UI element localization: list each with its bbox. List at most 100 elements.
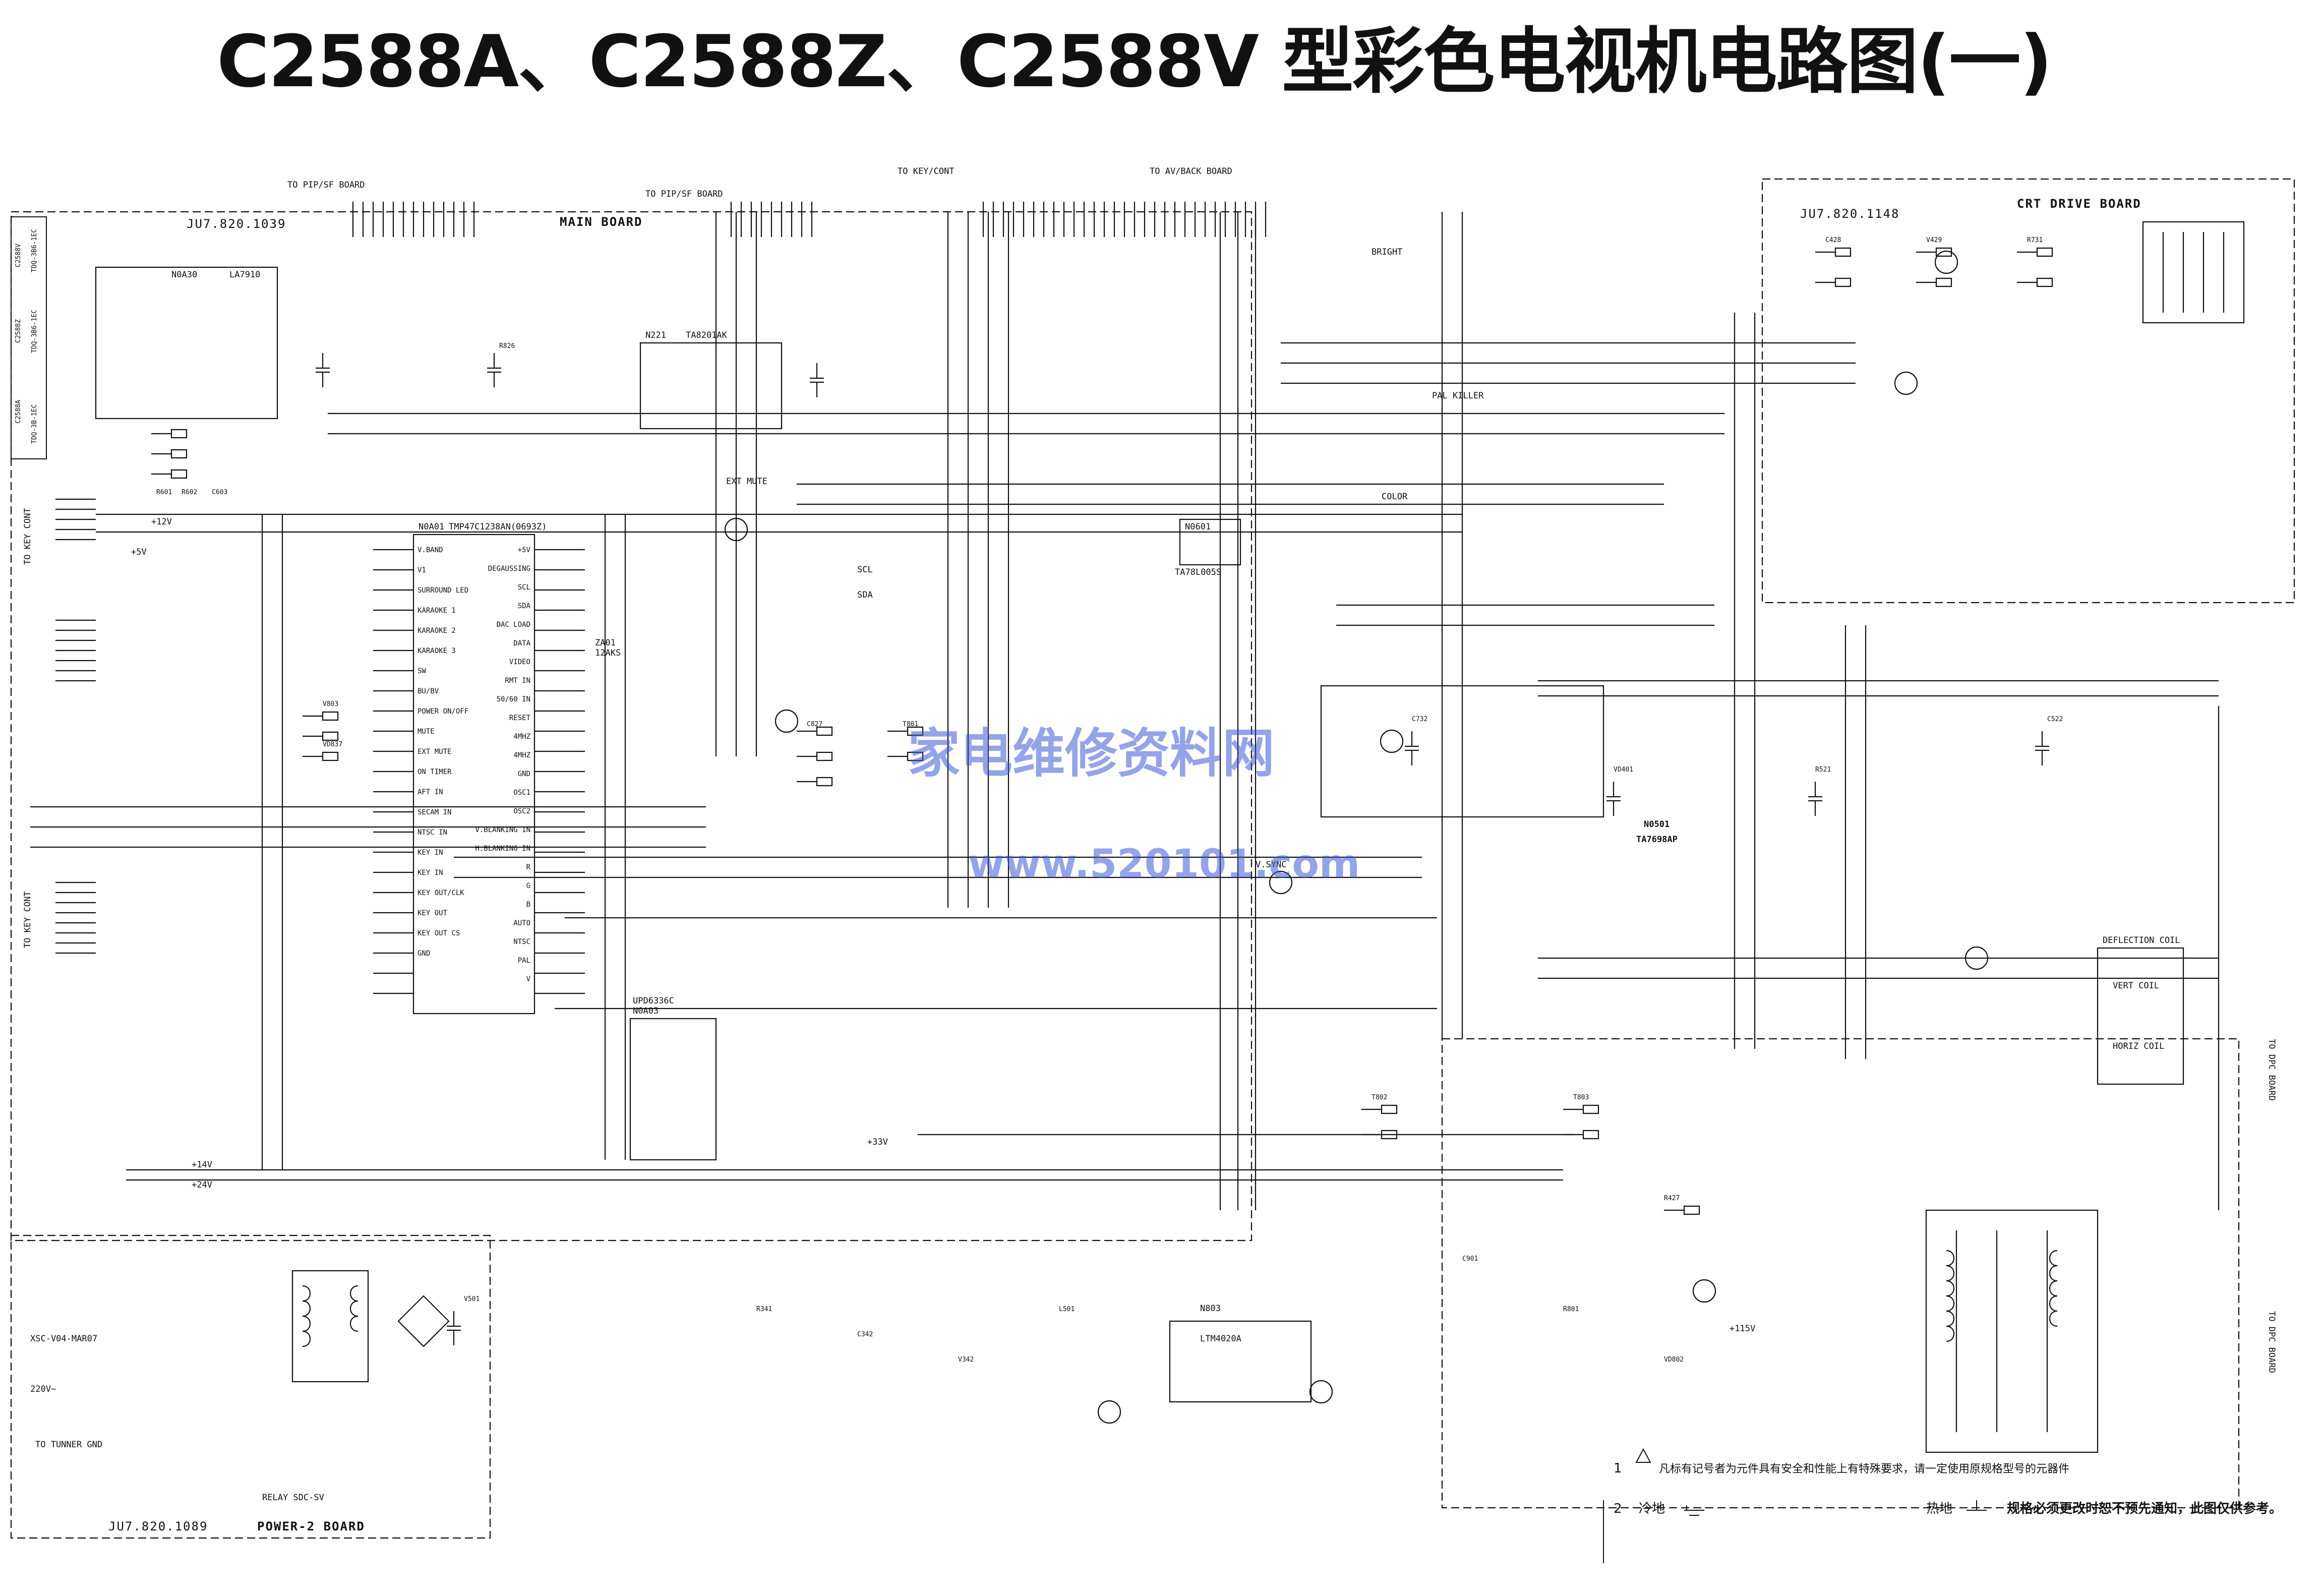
micro-part: TMP47C1238AN(0693Z)	[449, 522, 547, 532]
micro-pin-right-label: DAC LOAD	[497, 621, 530, 629]
label-bright: BRIGHT	[1372, 247, 1402, 257]
micro-pin-right-label: 50/60 IN	[497, 695, 530, 703]
dc-reg-outline	[1169, 1320, 1312, 1403]
memory-ref: N0A03	[633, 1006, 659, 1016]
label-deflection: DEFLECTION COIL	[2103, 935, 2180, 945]
component-ref-label: R601	[156, 489, 172, 496]
micro-pin-left-label: SECAM IN	[418, 808, 451, 816]
cold-ground-icon	[1684, 1505, 1704, 1516]
label-pal-killer: PAL KILLER	[1432, 391, 1484, 401]
label-scl: SCL	[857, 565, 873, 575]
video-proc-outline	[1320, 685, 1604, 818]
component-ref-label: R731	[2027, 237, 2043, 244]
micro-pin-right-label: H.BLANKING IN	[475, 845, 530, 853]
note-2-index: 2	[1614, 1501, 1622, 1516]
crt-board-code: JU7.820.1148	[1800, 207, 1899, 221]
micro-pin-right-label: SCL	[518, 583, 530, 592]
power-board-code: JU7.820.1089	[108, 1519, 208, 1533]
component-ref-label: C603	[212, 489, 227, 496]
micro-chip-outline	[412, 534, 535, 1015]
page-title: C2588A、C2588Z、C2588V 型彩色电视机电路图(一)	[217, 20, 2052, 103]
micro-pin-right-label: RMT IN	[505, 677, 530, 685]
micro-pin-right-label: G	[526, 882, 530, 890]
watermark-url: www.520101.com	[968, 842, 1360, 887]
component-ref-label: L501	[1059, 1306, 1075, 1313]
crt-board-outline	[1761, 178, 2295, 604]
rail-24v: +24V	[192, 1180, 212, 1190]
warning-icon	[1635, 1448, 1651, 1463]
micro-pin-right-label: V.BLANKING IN	[475, 826, 530, 834]
regulator-ref: N0601	[1185, 522, 1211, 532]
label-horiz-coil: HORIZ COIL	[2113, 1041, 2164, 1051]
label-vert-coil: VERT COIL	[2113, 981, 2159, 991]
micro-pin-left-label: KEY OUT CS	[418, 929, 460, 937]
label-vsync: V.SYNC	[1256, 860, 1286, 870]
video-proc-part: TA7698AP	[1636, 835, 1678, 845]
component-ref-label: R801	[1563, 1306, 1579, 1313]
connector-av-back: TO AV/BACK BOARD	[1150, 166, 1232, 176]
micro-pin-right-label: DATA	[513, 639, 530, 647]
micro-pin-right-label: B	[526, 901, 530, 909]
micro-pin-left-label: MUTE	[418, 728, 435, 736]
micro-pin-right-label: AUTO	[513, 919, 530, 927]
component-ref-label: C522	[2047, 716, 2063, 723]
crt-board-label: CRT DRIVE BOARD	[2017, 197, 2141, 211]
model-2-tuner: TDQ-3B6-1EC	[31, 310, 38, 353]
micro-pin-left-label: KARAOKE 1	[418, 607, 456, 615]
tuner-if-part: LA7910	[229, 270, 260, 280]
yoke-outline	[2097, 947, 2184, 1085]
component-ref-label: R826	[499, 342, 515, 350]
micro-pin-left-label: BU/BV	[418, 687, 439, 695]
tuner-if-ref: N0A30	[171, 270, 197, 280]
micro-pin-right-label: +5V	[518, 546, 531, 554]
deflection-board-outline	[1441, 1038, 2240, 1509]
audio-amp-ref: N221	[645, 330, 666, 340]
component-ref-label: V342	[958, 1356, 974, 1364]
micro-pin-right-label: 4MHZ	[513, 751, 530, 759]
main-board-outline	[10, 211, 1253, 1242]
micro-pin-left-label: EXT MUTE	[418, 748, 451, 756]
component-ref-label: V429	[1926, 237, 1942, 244]
micro-pin-right-label: DEGAUSSING	[488, 565, 530, 573]
crt-socket-outline	[2142, 221, 2245, 324]
micro-pin-right-label: VIDEO	[509, 658, 530, 666]
component-ref-label: T803	[1573, 1094, 1589, 1101]
micro-pin-left-label: V1	[418, 566, 426, 574]
connector-key-cont-left2: TO KEY CONT	[23, 891, 33, 948]
note-1: 凡标有记号者为元件具有安全和性能上有特殊要求，请一定使用原规格型号的元器件	[1659, 1463, 2069, 1475]
micro-pin-right-label: V	[526, 975, 531, 983]
model-box: C2588V TDQ-3B6-1EC C2588Z TDQ-3B6-1EC C2…	[11, 216, 47, 459]
micro-pin-left-label: V.BAND	[418, 546, 443, 554]
flyback-outline	[1925, 1209, 2099, 1453]
regulator-part: TA78L005S	[1175, 567, 1221, 577]
label-color: COLOR	[1382, 492, 1408, 502]
micro-pin-right-label: RESET	[509, 714, 531, 722]
memory-part: UPD6336C	[633, 996, 674, 1006]
regulator-outline	[1179, 518, 1241, 566]
power-board-label: POWER-2 BOARD	[257, 1519, 365, 1533]
component-ref-label: R427	[1664, 1195, 1680, 1202]
component-ref-label: T802	[1372, 1094, 1387, 1101]
component-ref-label: R521	[1815, 766, 1831, 774]
component-ref-label: V501	[464, 1295, 480, 1303]
label-relay: RELAY SDC-SV	[262, 1493, 324, 1503]
rail-33v: +33V	[867, 1137, 888, 1147]
disclaimer: 规格必须更改时恕不预先通知，此图仅供参考。	[2007, 1501, 2282, 1516]
audio-amp-part: TA8201AK	[686, 330, 728, 340]
connector-pip-sf-1: TO PIP/SF BOARD	[287, 180, 365, 190]
label-rf-in: XSC-V04-MAR07	[30, 1334, 97, 1344]
model-1-tuner: TDQ-3B6-1EC	[31, 229, 38, 272]
component-ref-label: V803	[323, 700, 338, 708]
micro-pin-right-label: GND	[518, 770, 530, 778]
rail-115v: +115V	[1730, 1324, 1755, 1334]
label-sda: SDA	[857, 590, 873, 600]
dc-reg-part: LTM4020A	[1200, 1334, 1241, 1344]
model-2: C2588Z	[15, 319, 22, 343]
audio-amp-outline	[639, 342, 783, 430]
micro-pin-left-label: SW	[418, 667, 426, 675]
component-ref-label: C732	[1412, 716, 1427, 723]
rail-14v: +14V	[192, 1160, 212, 1170]
